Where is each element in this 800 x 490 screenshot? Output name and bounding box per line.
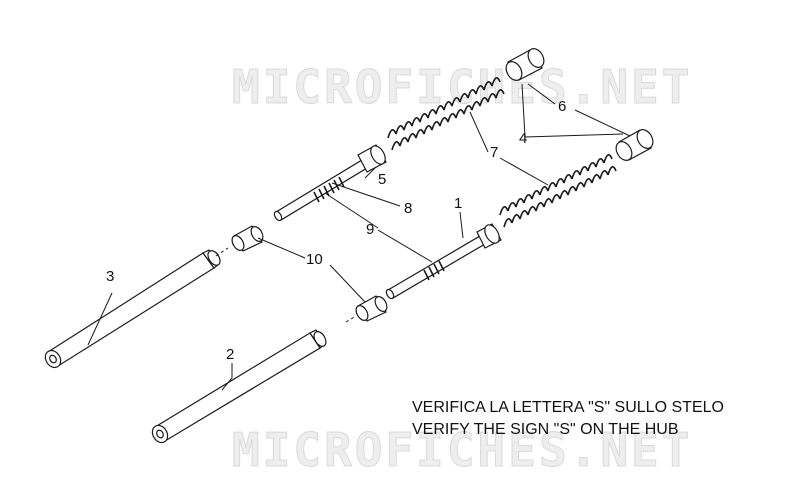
callout-9: 9 (366, 221, 374, 238)
damper-rod-upper (273, 144, 387, 222)
callout-5: 5 (378, 171, 386, 188)
callout-4: 4 (519, 130, 527, 147)
cap-1 (476, 223, 502, 249)
callout-6: 6 (558, 98, 566, 115)
watermark-top: MICROFICHES.NET (232, 60, 692, 114)
note-english: VERIFY THE SIGN "S" ON THE HUB (412, 421, 679, 438)
bushing-10-lower (345, 295, 388, 323)
bushing-10-upper (231, 225, 264, 252)
callout-3: 3 (106, 268, 114, 285)
spacer-6-lower (615, 129, 654, 161)
callout-10: 10 (306, 251, 323, 268)
spring-8 (313, 176, 345, 203)
tube-2 (151, 329, 327, 444)
spacer-6-upper (505, 48, 545, 81)
cap-5 (357, 144, 387, 173)
watermark-bottom: MICROFICHES.NET (232, 423, 692, 477)
spring-7-upper (387, 77, 505, 151)
callout-1: 1 (454, 195, 462, 212)
leader-lines (87, 83, 631, 391)
damper-rod-lower (385, 223, 502, 300)
spring-9 (423, 260, 445, 281)
tube-3 (44, 247, 229, 369)
note-italian: VERIFICA LA LETTERA "S" SULLO STELO (412, 399, 724, 416)
callout-8: 8 (404, 200, 412, 217)
spring-7-lower (499, 154, 617, 228)
callout-7: 7 (490, 144, 498, 161)
callout-2: 2 (226, 346, 234, 363)
